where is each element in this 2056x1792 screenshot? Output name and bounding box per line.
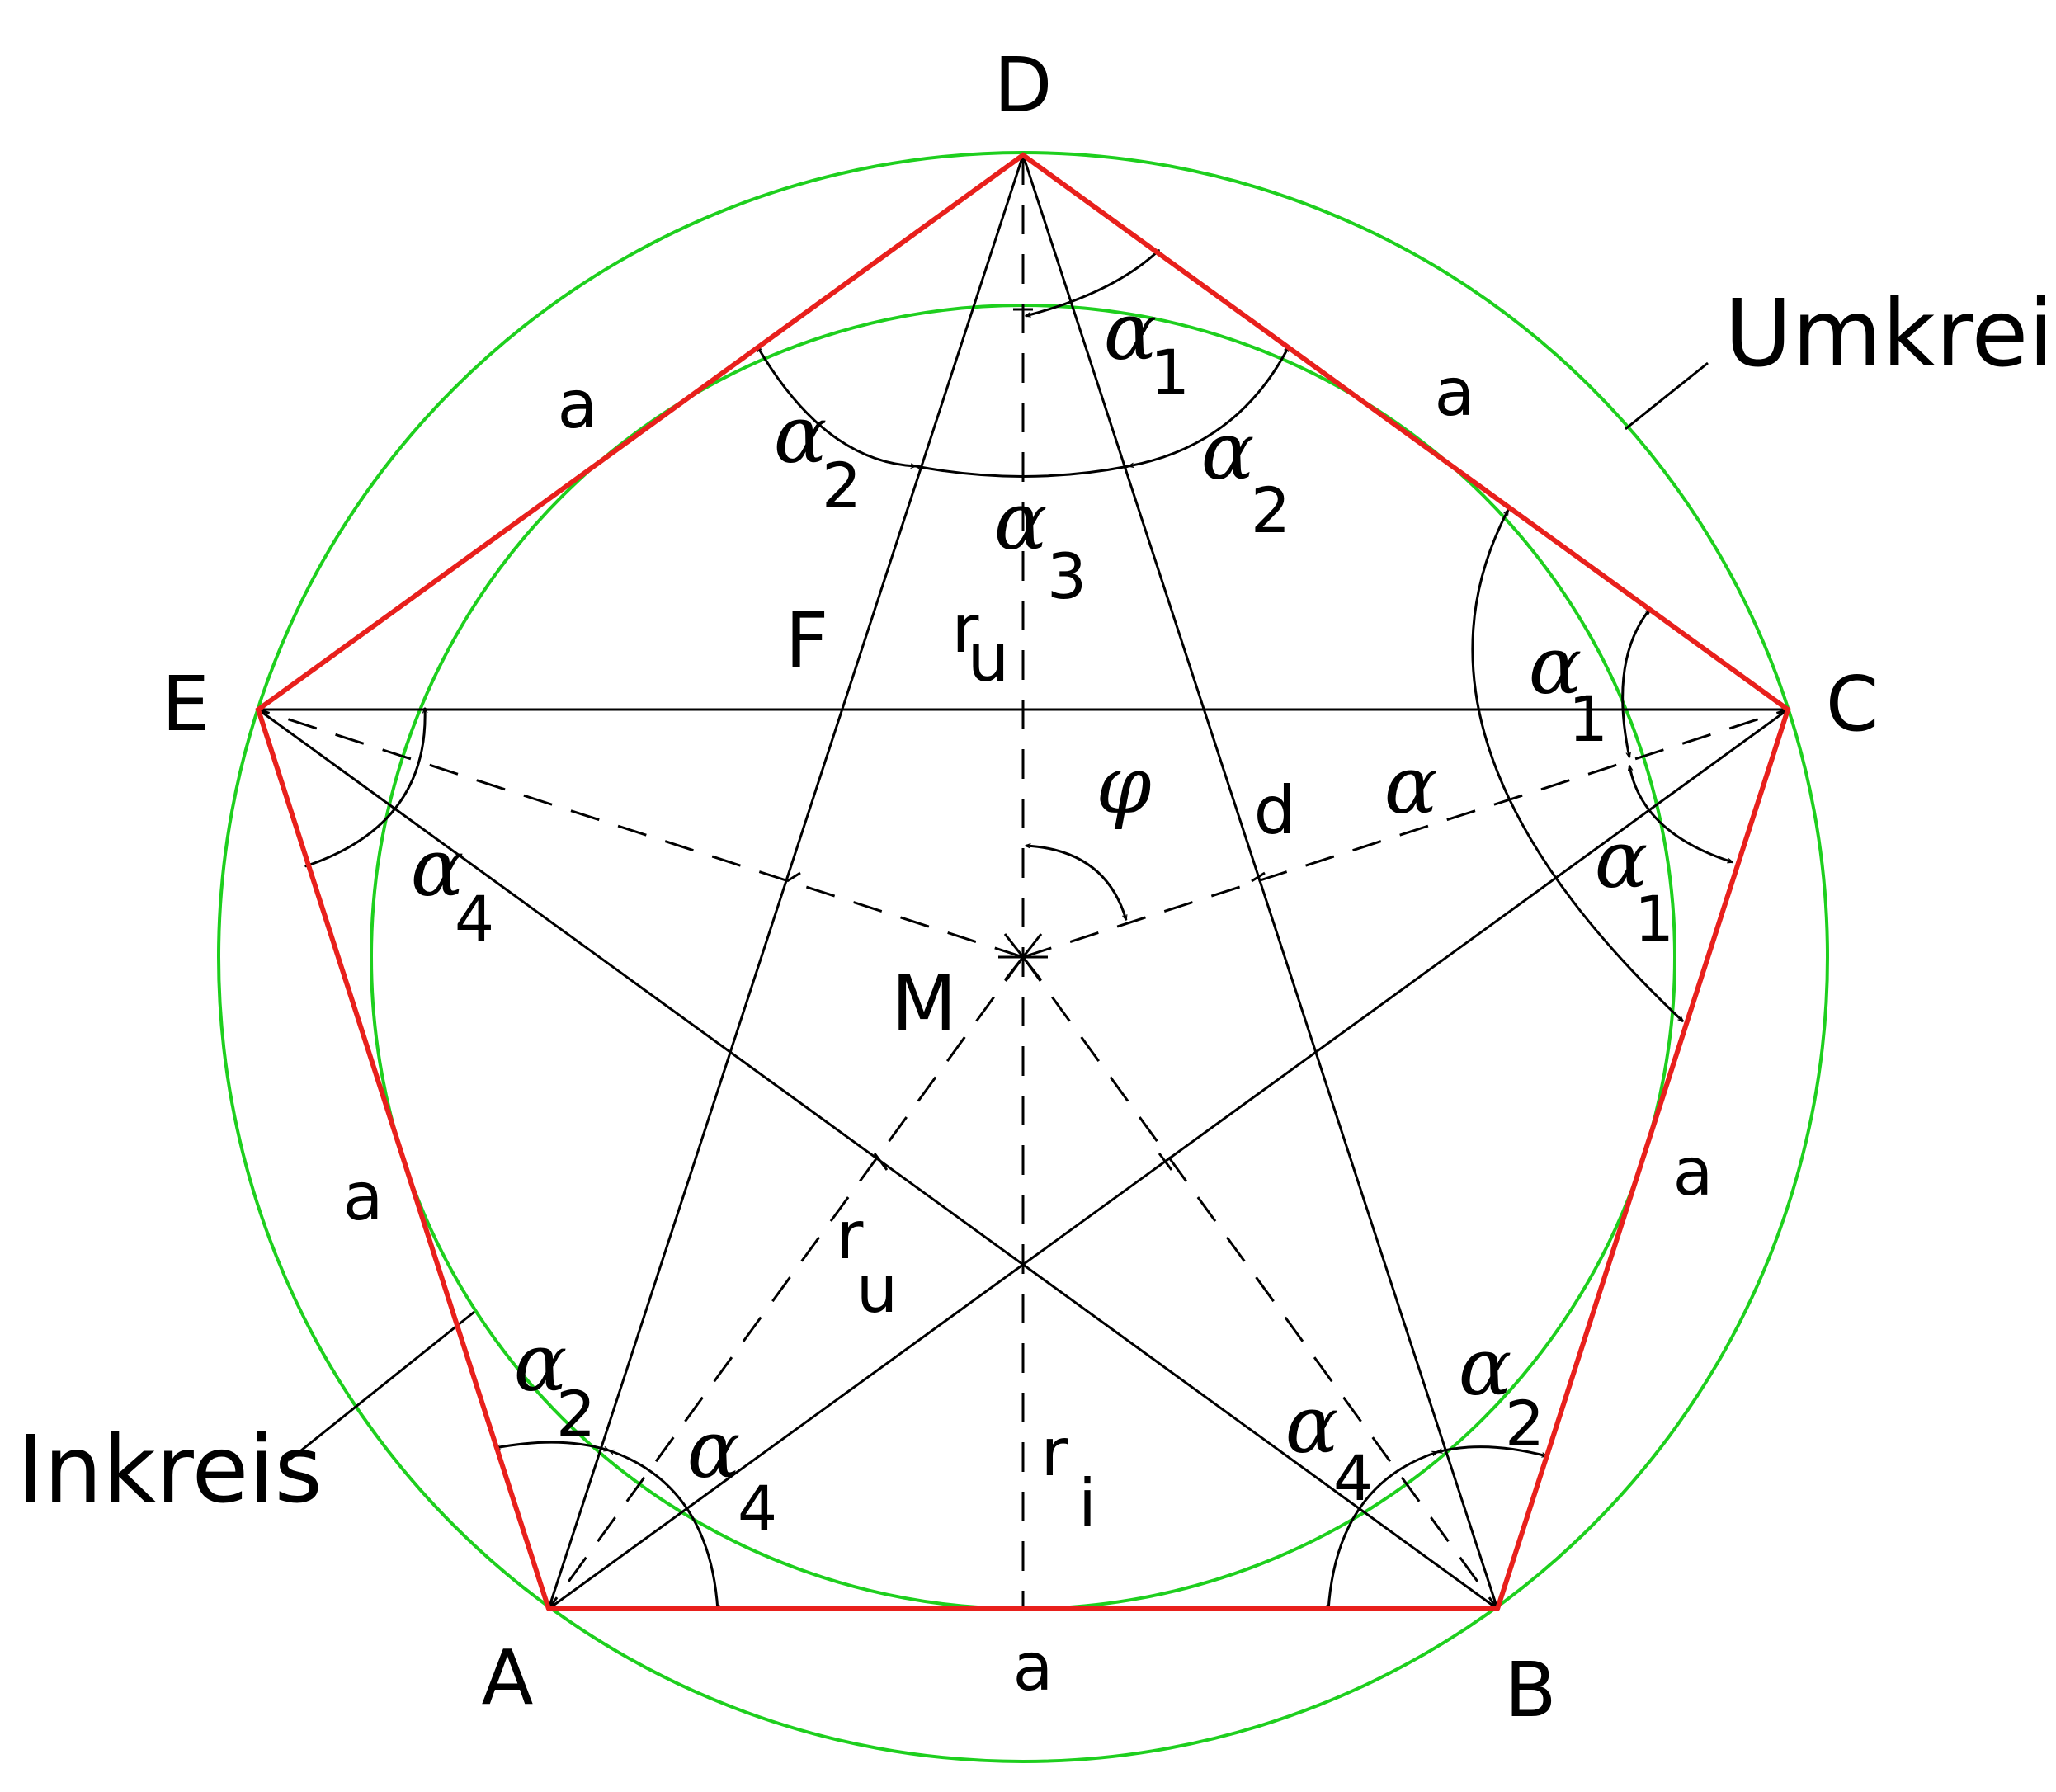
vertex-label-c: C <box>1826 660 1879 748</box>
vertex-label-d: D <box>994 41 1053 130</box>
diagonal-label-d: d <box>1254 772 1296 849</box>
side-label-left: a <box>342 1158 383 1235</box>
angle-sub-2-a: 2 <box>556 1377 596 1450</box>
radius-label-r-inner: r <box>1041 1414 1068 1491</box>
angle-label-alpha1-c-lower: α <box>1595 813 1648 906</box>
angle-sub-1-c-lower: 1 <box>1634 882 1674 955</box>
angle-label-phi: φ <box>1096 739 1151 832</box>
radius-label-u-diag: u <box>856 1251 898 1327</box>
angle-label-alpha4-a: α <box>687 1403 741 1496</box>
angle-label-alpha3: α <box>994 475 1048 568</box>
radius-label-r-top: r <box>952 591 979 667</box>
pentagon <box>255 152 1791 1611</box>
diagonal-ad <box>547 154 1025 1610</box>
umkreis-leader <box>1625 361 1709 431</box>
umkreis-label: Umkreis <box>1724 281 2056 388</box>
vertex-label-b: B <box>1504 1646 1556 1734</box>
vertex-label-e: E <box>162 660 210 748</box>
angle-label-alpha1-c-upper: α <box>1529 620 1582 712</box>
angle-label-alpha-c: α <box>1384 739 1438 832</box>
angle-label-alpha1-top: α <box>1104 285 1158 378</box>
angle-sub-1-top: 1 <box>1150 336 1190 409</box>
angle-label-alpha2-right-top: α <box>1201 405 1255 498</box>
inkreis-leader <box>288 1310 475 1462</box>
radius-label-i-inner: i <box>1078 1465 1096 1542</box>
angle-label-alpha4-b: α <box>1285 1379 1339 1471</box>
tick-marks <box>786 308 1266 1171</box>
side-label-bottom: a <box>1012 1629 1053 1705</box>
angle-label-alpha2-a: α <box>514 1317 568 1409</box>
angle-sub-4-a: 4 <box>738 1472 777 1545</box>
side-label-top-right: a <box>1434 354 1474 431</box>
angle-arcs <box>305 250 1733 1610</box>
angle-sub-2-right-top: 2 <box>1251 474 1290 547</box>
angle-label-alpha2-b: α <box>1459 1321 1512 1413</box>
point-label-f: F <box>785 597 829 685</box>
diagonal-bd <box>1021 154 1499 1610</box>
radius-label-u-top: u <box>968 620 1010 696</box>
vertex-label-a: A <box>482 1634 534 1722</box>
angle-sub-4-b: 4 <box>1333 1441 1373 1515</box>
inkreis-label: Inkreis <box>17 1417 323 1524</box>
angle-sub-4-e: 4 <box>455 882 494 955</box>
angle-sub-2-b: 2 <box>1505 1387 1544 1460</box>
side-label-right: a <box>1672 1134 1713 1210</box>
angle-sub-3: 3 <box>1047 540 1087 613</box>
center-mark <box>998 933 1048 981</box>
radius-label-r-diag: r <box>837 1197 864 1274</box>
angle-label-alpha2-left-top: α <box>774 389 828 481</box>
point-label-m: M <box>891 960 956 1048</box>
angle-sub-1-c-upper: 1 <box>1568 682 1608 756</box>
side-label-top-left: a <box>557 366 597 443</box>
angle-sub-2-left-top: 2 <box>822 449 861 522</box>
angle-label-alpha4-e: α <box>411 822 464 914</box>
